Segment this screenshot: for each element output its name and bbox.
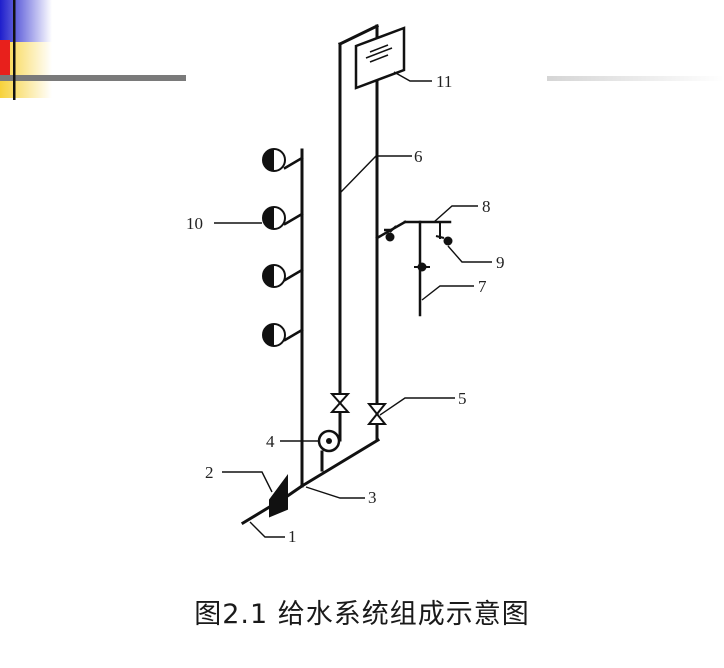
leader-1 <box>249 521 285 538</box>
label-6: 6 <box>414 147 423 166</box>
label-1: 1 <box>288 527 297 546</box>
water-meter <box>269 473 288 518</box>
fixture-discs <box>262 148 286 347</box>
decor-blue-block <box>0 0 52 42</box>
valve-right-riser <box>366 403 388 425</box>
leader-11 <box>393 71 432 82</box>
tap-9 <box>435 235 453 246</box>
label-3: 3 <box>368 488 377 507</box>
label-9: 9 <box>496 253 505 272</box>
leader-8 <box>433 205 478 223</box>
gate-valves <box>329 393 388 425</box>
decor-vertical-rule <box>13 0 16 100</box>
fixture-1 <box>262 148 286 172</box>
leader-7 <box>421 285 474 301</box>
label-11: 11 <box>436 72 452 91</box>
label-5: 5 <box>458 389 467 408</box>
decor-title-bar-right <box>547 76 724 81</box>
fixture-3 <box>262 264 286 288</box>
taps <box>384 225 453 272</box>
valve-left-riser <box>329 393 351 413</box>
slide-decoration <box>0 0 724 100</box>
decor-title-bar-left <box>0 75 186 81</box>
leader-5 <box>379 397 455 416</box>
label-7: 7 <box>478 277 487 296</box>
tank-top-pipe <box>337 23 380 47</box>
main-pipe-segment <box>283 483 305 500</box>
pump <box>317 429 341 453</box>
water-supply-diagram <box>240 23 452 526</box>
outlet-fixtures <box>283 156 304 342</box>
main-horizontal-pipe <box>299 437 381 489</box>
figure-caption: 图2.1 给水系统组成示意图 <box>194 599 530 630</box>
fixture-4 <box>262 323 286 347</box>
leader-6 <box>340 155 412 193</box>
decor-red-block <box>0 40 10 80</box>
leader-3 <box>305 486 365 499</box>
label-2: 2 <box>205 463 214 482</box>
tap-branch <box>384 225 397 242</box>
leader-lines <box>214 71 492 538</box>
leader-2 <box>222 471 273 493</box>
water-tank <box>354 26 406 90</box>
leader-9 <box>447 245 492 263</box>
number-labels: 1 2 3 4 5 6 7 8 9 10 11 <box>186 72 505 546</box>
fixture-2 <box>262 206 286 230</box>
label-4: 4 <box>266 432 275 451</box>
label-8: 8 <box>482 197 491 216</box>
label-10: 10 <box>186 214 203 233</box>
tap-7 <box>414 262 430 272</box>
